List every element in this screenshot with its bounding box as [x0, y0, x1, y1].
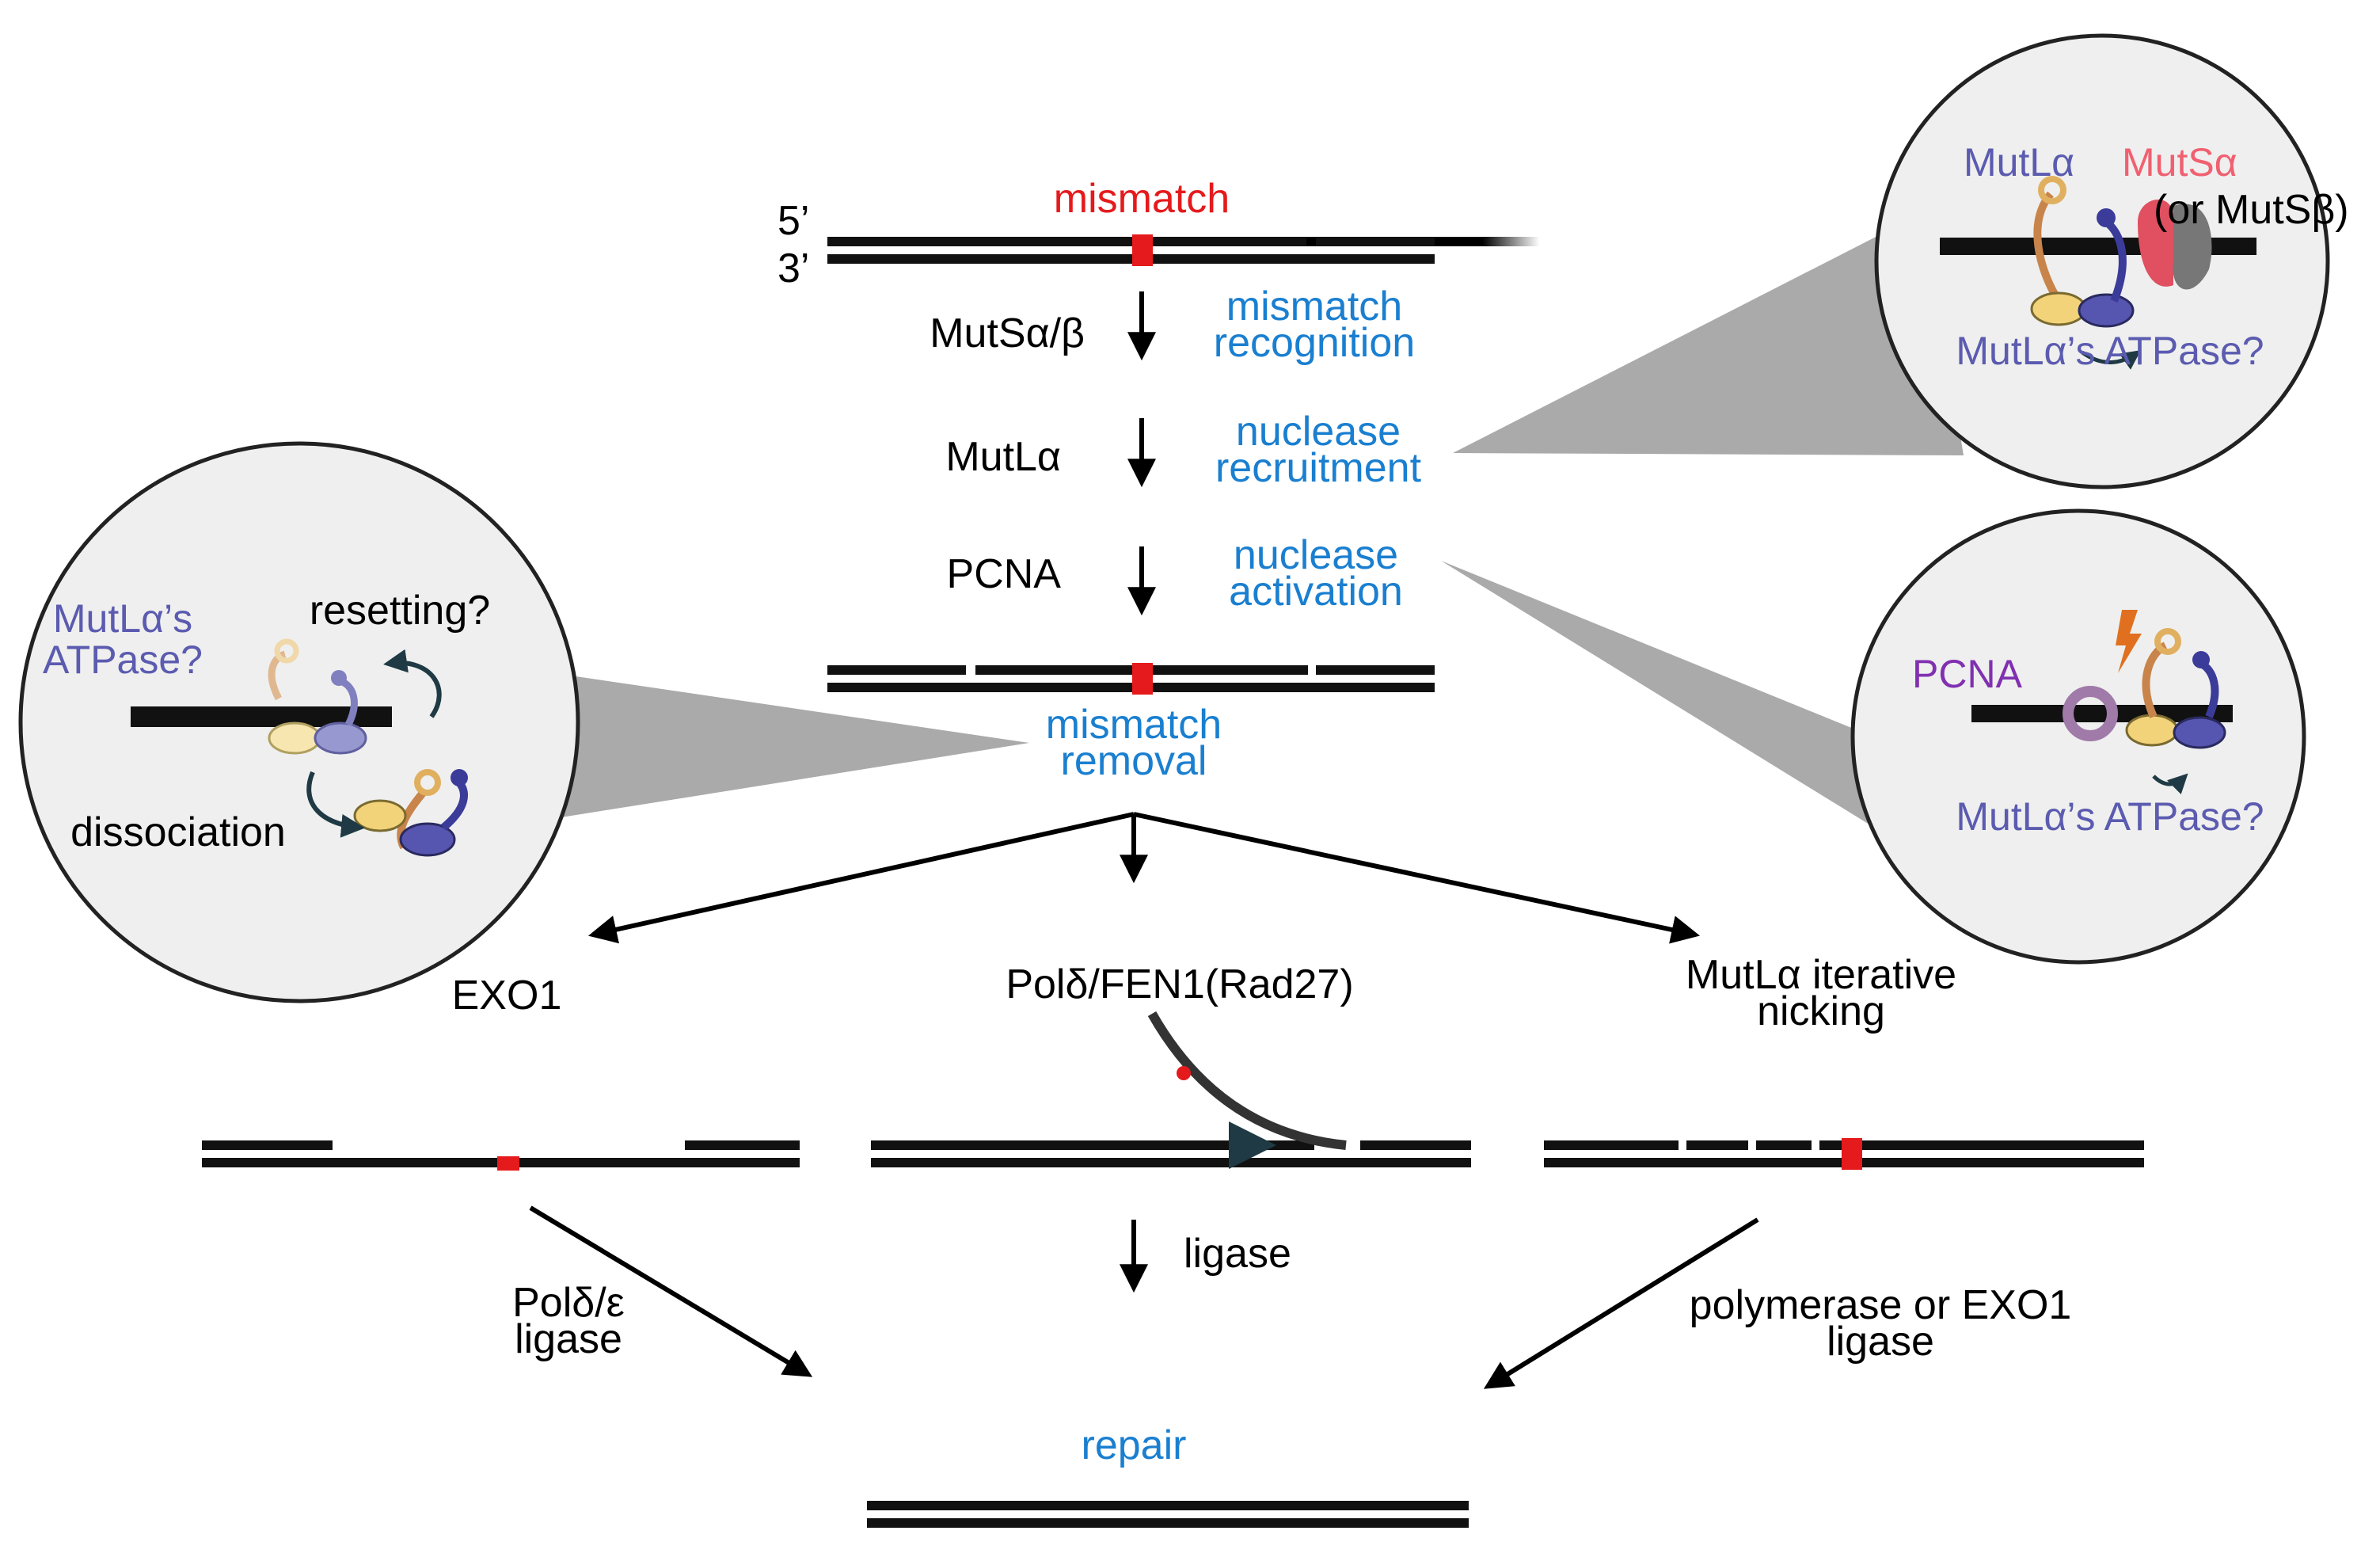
inset-recruitment-atpase: MutLα’s ATPase?: [1956, 329, 2264, 373]
top-dna-duplex: [827, 234, 1540, 266]
inset-recruitment-alt: (or MutSβ): [2154, 187, 2349, 233]
exo1-gapped-duplex: [202, 1140, 800, 1171]
mismatch-site: [1132, 234, 1153, 266]
inset-activation: [1850, 508, 2306, 965]
final-arrow-left: [529, 1205, 813, 1377]
pathway-left-label: EXO1: [452, 973, 562, 1018]
step-1-factor: MutSα/β: [930, 310, 1085, 356]
inset-removal: [18, 441, 580, 1003]
three-prime-label: 3’: [777, 246, 809, 291]
mismatch-label: mismatch: [1054, 176, 1230, 222]
nicked-dna-duplex: [827, 663, 1435, 695]
left-next-line2: ligase: [515, 1316, 622, 1362]
inset-activation-atpase: MutLα’s ATPase?: [1956, 794, 2264, 839]
step-2-process-line2: recruitment: [1215, 445, 1422, 491]
pathway-right-label-line1: MutLα iterative: [1686, 952, 1956, 998]
left-next-line1: Polδ/ε: [512, 1280, 625, 1326]
inset-removal-atpase-line2: ATPase?: [43, 638, 203, 682]
strand-displacement-duplex: [871, 1011, 1471, 1169]
inset-removal-atpase-line1: MutLα’s: [53, 596, 192, 641]
middle-next: ligase: [1184, 1231, 1291, 1277]
callout-wedge-left: [546, 673, 1029, 820]
step-2-factor: MutLα: [945, 434, 1061, 480]
five-prime-label: 5’: [777, 198, 809, 244]
step-1-process-line1: mismatch: [1226, 284, 1402, 329]
removal-line2: removal: [1061, 738, 1207, 784]
inset-recruitment-mutl: MutLα: [1964, 140, 2074, 185]
inset-removal-resetting: resetting?: [310, 588, 490, 634]
step-2-process-line1: nuclease: [1236, 409, 1401, 455]
final-arrow-right: [1483, 1217, 1759, 1389]
removal-line1: mismatch: [1046, 702, 1222, 748]
repaired-dna-duplex: [867, 1501, 1469, 1528]
repair-label: repair: [1082, 1422, 1187, 1468]
inset-activation-pcna: PCNA: [1912, 652, 2023, 696]
callout-wedge-top-right: [1453, 212, 1964, 455]
iterative-nicked-duplex: [1544, 1138, 2144, 1170]
right-next-line2: ligase: [1827, 1319, 1934, 1365]
inset-recruitment: [1874, 33, 2330, 489]
right-next-line1: polymerase or EXO1: [1690, 1282, 2072, 1328]
branch-arrow-right: [1133, 812, 1701, 944]
step-3-factor: PCNA: [947, 551, 1062, 597]
pathway-middle-label: Polδ/FEN1(Rad27): [1006, 961, 1353, 1007]
step-3-process-line1: nuclease: [1234, 532, 1398, 578]
pathway-right-label-line2: nicking: [1757, 988, 1885, 1034]
step-1-process-line2: recognition: [1214, 320, 1415, 366]
callout-wedge-mid-right: [1441, 561, 1952, 875]
branch-arrow-left: [587, 812, 1135, 944]
step-3-process-line2: activation: [1229, 569, 1403, 615]
inset-removal-dissociation: dissociation: [70, 809, 286, 855]
inset-recruitment-muts: MutSα: [2122, 140, 2237, 185]
